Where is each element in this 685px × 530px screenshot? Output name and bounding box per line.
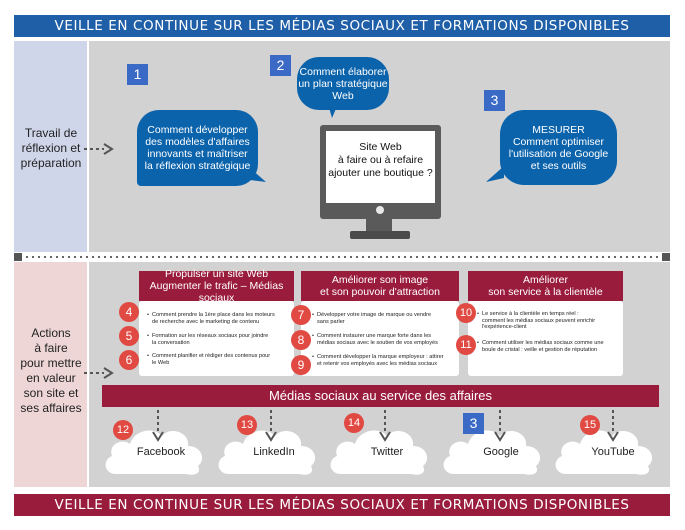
bullet-item: Comment utiliser les médias sociaux comm… [477, 340, 620, 353]
arrow-down-icon [494, 410, 506, 442]
bottom-banner: VEILLE EN CONTINUE SUR LES MÉDIAS SOCIAU… [14, 494, 670, 516]
bubble-tail [486, 166, 504, 182]
bullet-item: Développer votre image de marque ou vend… [312, 312, 455, 325]
bullet-item: Formation sur les réseaux sociaux pour j… [147, 333, 290, 346]
step-number-google: 3 [463, 413, 484, 434]
power-led [376, 206, 384, 214]
step-number-13: 13 [237, 415, 257, 435]
bullet-item: Comment planifier et rédiger des contenu… [147, 353, 290, 366]
cloud-shape-google [443, 430, 541, 475]
panel-header-image: Améliorer son image et son pouvoir d'att… [301, 271, 459, 301]
left-bottom-panel [14, 262, 87, 487]
media-label-google: Google [483, 446, 519, 458]
arrow-right-icon [84, 143, 114, 155]
computer-monitor-icon: Site Web à faire ou à refaire ajouter un… [320, 125, 441, 219]
step-number-5: 5 [119, 326, 139, 346]
media-label-facebook: Facebook [136, 446, 186, 458]
speech-bubble-web-plan: Comment élaborer un plan stratégique Web [297, 57, 389, 110]
top-banner: VEILLE EN CONTINUE SUR LES MÉDIAS SOCIAU… [14, 15, 670, 37]
bubble-tail [250, 168, 266, 182]
step-number-11: 11 [456, 335, 476, 355]
speech-bubble-business-models: Comment développer des modèles d'affaire… [137, 110, 258, 186]
section-divider [14, 253, 670, 261]
bullet-item: Le service à la clientèle en temps réel … [477, 311, 620, 331]
monitor-base [350, 231, 410, 239]
media-label-youtube: YouTube [591, 446, 635, 458]
step-number-12: 12 [113, 420, 133, 440]
step-number-9: 9 [291, 355, 311, 375]
media-label-linkedin: LinkedIn [253, 446, 295, 458]
panel-header-service: Améliorer son service à la clientèle [468, 271, 623, 301]
step-number-15: 15 [580, 415, 600, 435]
step-number-1: 1 [127, 64, 148, 85]
cloud-shape-facebook [105, 430, 203, 475]
media-label-twitter: Twitter [370, 446, 404, 458]
media-title-bar: Médias sociaux au service des affaires [102, 385, 659, 407]
step-number-3: 3 [484, 90, 505, 111]
bubble-tail [328, 104, 338, 118]
arrow-down-icon [607, 410, 619, 442]
step-number-14: 14 [344, 413, 364, 433]
arrow-down-icon [265, 410, 277, 442]
step-number-4: 4 [119, 302, 139, 322]
arrow-down-icon [379, 410, 391, 442]
left-top-label: Travail de réflexion et préparation [20, 126, 82, 170]
left-bottom-label: Actions à faire pour mettre en valeur so… [20, 326, 82, 415]
step-number-6: 6 [119, 350, 139, 370]
arrow-right-icon [84, 367, 114, 379]
bullet-item: Comment prendre la 1ère place dans les m… [147, 312, 290, 325]
panel-header-traffic: Propulser un site Web Augmenter le trafi… [139, 268, 294, 304]
step-number-10: 10 [456, 303, 476, 323]
cloud-shape-linkedin [218, 430, 316, 475]
cloud-shape-twitter [330, 430, 428, 475]
bullet-item: Comment développer la marque employeur :… [312, 354, 457, 367]
monitor-stand [366, 219, 392, 231]
speech-bubble-measure: MESURER Comment optimiser l'utilisation … [500, 110, 617, 185]
left-top-panel [14, 41, 87, 252]
step-number-8: 8 [291, 330, 311, 350]
monitor-screen: Site Web à faire ou à refaire ajouter un… [326, 131, 435, 203]
arrow-down-icon [152, 410, 164, 442]
step-number-7: 7 [291, 305, 311, 325]
cloud-shape-youtube [555, 430, 653, 475]
bullet-item: Comment instaurer une marque forte dans … [312, 333, 455, 346]
step-number-2: 2 [270, 55, 291, 76]
